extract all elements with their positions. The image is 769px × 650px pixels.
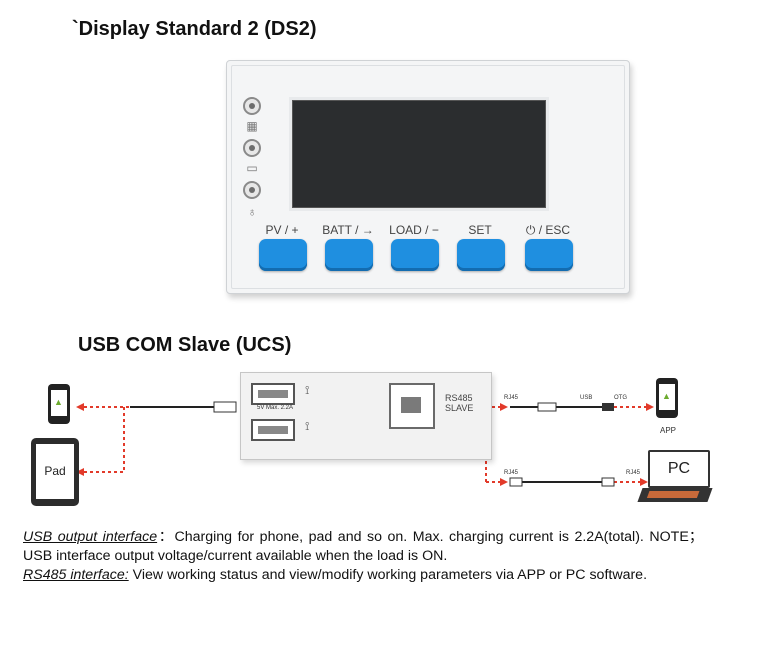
rs485-interface-title: RS485 interface: [23,567,129,583]
pv-button-label: PV / + [265,223,299,237]
ucs-module: ⟟ 5V Max. 2.2A ⟟ RS485 SLAVE [240,372,492,460]
status-led [243,97,261,115]
ds2-display-unit: ▦ ▭ ♁ PV / + BATT / → LOAD / − SET ⏻ / E… [226,60,630,294]
batt-button-label: BATT / → [322,223,374,237]
section-title-ds2: `Display Standard 2 (DS2) [72,18,317,40]
phone-icon [48,384,70,424]
solar-panel-icon: ▦ [246,119,258,133]
esc-button-label: ⏻ / ESC [525,223,571,237]
bulb-icon: ♁ [247,205,257,219]
usb-port-1[interactable] [251,383,295,405]
rs485-slave-label: RS485 SLAVE [445,393,474,413]
usb-icon: ⟟ [305,419,310,433]
batt-next-button[interactable] [325,239,373,271]
set-button-label: SET [468,223,492,237]
load-button-label: LOAD / − [389,223,439,237]
usb-interface-title: USB output interface [23,529,158,545]
tablet-icon: Pad [31,438,79,506]
usb-spec-label: 5V Max. 2.2A [257,405,294,411]
lcd-screen [289,97,549,211]
rj45-label: RJ45 [504,470,519,476]
usb-label: USB [580,395,593,401]
battery-icon: ▭ [246,161,258,175]
rs485-interface-text: View working status and view/modify work… [128,567,648,583]
interface-description: USB output interface：Charging for phone,… [23,528,703,585]
status-led [243,139,261,157]
section-title-ucs: USB COM Slave (UCS) [78,334,292,356]
load-minus-button[interactable] [391,239,439,271]
otg-label: OTG [614,395,627,401]
pv-plus-button[interactable] [259,239,307,271]
usb-icon: ⟟ [305,383,310,397]
phone-app-icon [656,378,678,418]
pc-screen-icon: PC [648,450,710,488]
set-button[interactable] [457,239,505,271]
laptop-base-icon [637,488,713,502]
rj45-port[interactable] [389,383,435,429]
rj45-label: RJ45 [504,395,519,401]
usb-interface-text: ：Charging for phone, pad and so on. Max.… [23,529,704,564]
usb-port-2[interactable] [251,419,295,441]
power-esc-button[interactable] [525,239,573,271]
app-label: APP [660,426,677,435]
rj45-label: RJ45 [626,470,641,476]
status-led [243,181,261,199]
